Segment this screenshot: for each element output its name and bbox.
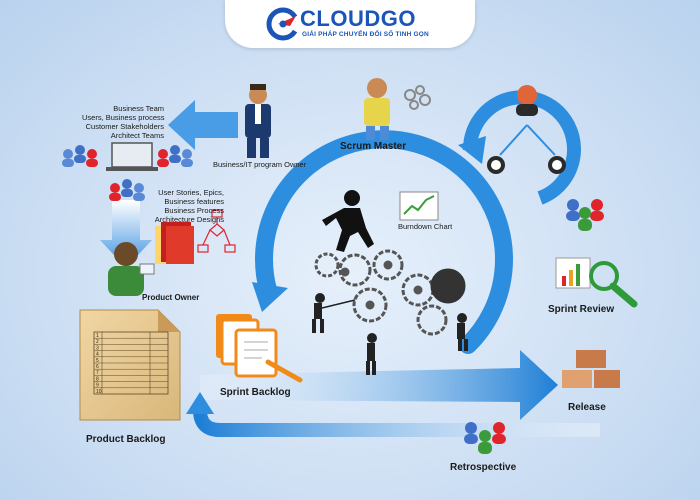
backlog-row-number: 5 xyxy=(96,358,99,364)
backlog-row-number: 1 xyxy=(96,333,99,339)
requirement-line: Business features xyxy=(164,197,224,206)
stakeholder-line: Architect Teams xyxy=(110,131,164,140)
scrum-master-figure xyxy=(364,78,431,140)
release-label: Release xyxy=(568,402,606,413)
backlog-row-number: 7 xyxy=(96,370,99,376)
backlog-row-number: 3 xyxy=(96,345,99,351)
runner-figure xyxy=(322,190,374,252)
stakeholder-arrow xyxy=(168,100,238,150)
sprint-backlog-label: Sprint Backlog xyxy=(220,387,291,398)
retrospective-label: Retrospective xyxy=(450,462,517,473)
flowchart-icon xyxy=(197,209,236,253)
burndown-chart-icon xyxy=(399,191,439,221)
worker-figures xyxy=(312,293,468,375)
stakeholders-group xyxy=(62,142,193,201)
stakeholder-line: Customer Stakeholders xyxy=(85,122,164,131)
gears-icon xyxy=(314,249,466,336)
backlog-row-number: 10 xyxy=(96,389,102,395)
backlog-row-number: 9 xyxy=(96,383,99,389)
retrospective-team-icon xyxy=(464,422,506,454)
backlog-row-number: 8 xyxy=(96,376,99,382)
stakeholder-line: Users, Business process xyxy=(82,113,165,122)
backlog-row-number: 2 xyxy=(96,339,99,345)
burndown-label: Burndown Chart xyxy=(398,222,453,231)
program-owner-label: Business/IT program Owner xyxy=(213,160,307,169)
review-team-icon xyxy=(566,199,604,231)
sprint-review-label: Sprint Review xyxy=(548,304,615,315)
product-owner-label: Product Owner xyxy=(142,293,200,302)
team-network xyxy=(487,85,566,174)
requirement-line: User Stories, Epics, xyxy=(158,188,224,197)
product-backlog-label: Product Backlog xyxy=(86,434,166,445)
product-owner-figure xyxy=(108,242,155,296)
sprint-cycle-arrow xyxy=(252,130,513,354)
requirement-line: Business Process xyxy=(164,206,224,215)
release-arrow xyxy=(200,350,558,420)
backlog-row-number: 6 xyxy=(96,364,99,370)
stakeholders-text: Business Team Users, Business process Cu… xyxy=(82,104,165,140)
sprint-review-icon xyxy=(555,257,638,308)
retrospective-arrow xyxy=(186,392,600,437)
brand-name[interactable]: CLOUDGO xyxy=(300,6,416,31)
daily-cycle-arrow xyxy=(458,90,581,205)
backlog-row-number: 4 xyxy=(96,352,99,358)
down-arrow xyxy=(100,200,152,268)
brand-tagline: GIẢI PHÁP CHUYỂN ĐỔI SỐ TINH GỌN xyxy=(302,31,429,38)
requirements-text: User Stories, Epics, Business features B… xyxy=(150,188,224,224)
release-boxes-icon xyxy=(562,350,620,388)
sprint-backlog-icon xyxy=(216,314,303,383)
requirement-line: Architecture Designs xyxy=(154,215,224,224)
stakeholder-line: Business Team xyxy=(113,104,164,113)
program-owner-figure xyxy=(245,84,271,158)
scrum-master-label: Scrum Master xyxy=(340,141,407,152)
requirement-documents xyxy=(155,222,194,264)
